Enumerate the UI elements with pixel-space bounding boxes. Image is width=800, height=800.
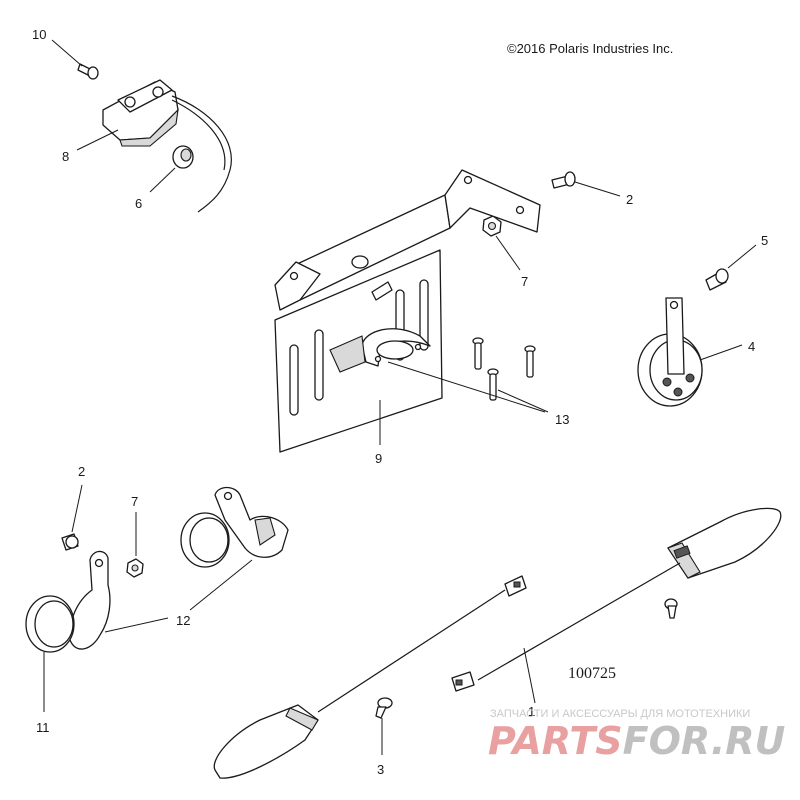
reflector-bracket-part-12-right [180, 486, 289, 568]
callout-12: 12 [176, 613, 190, 628]
bracket-part-9 [274, 169, 541, 453]
screw-part-2-top [551, 171, 621, 197]
callout-7-top: 7 [521, 274, 528, 289]
callout-1: 1 [528, 704, 535, 719]
screw-part-2-left [61, 484, 83, 551]
turn-signal-part-1-right [451, 507, 782, 692]
watermark-subtitle: ЗАПЧАСТИ И АКСЕССУАРЫ ДЛЯ МОТОТЕХНИКИ [490, 708, 750, 720]
watermark-brand-part2: FOR.RU [623, 719, 786, 763]
turn-signal-part-1-left [213, 575, 527, 779]
callout-3: 3 [377, 762, 384, 777]
callout-11: 11 [36, 720, 50, 735]
watermark-brand-part1: PARTS [488, 719, 623, 763]
nut-part-7-top [482, 215, 521, 271]
callout-9: 9 [375, 451, 382, 466]
callout-10: 10 [32, 27, 46, 42]
nut-part-7-left [126, 512, 144, 578]
callout-13: 13 [555, 412, 569, 427]
callout-7-left: 7 [131, 494, 138, 509]
copyright-text: ©2016 Polaris Industries Inc. [507, 41, 673, 56]
license-lamp-part-8 [76, 79, 232, 213]
screw-part-10 [51, 39, 99, 80]
screws-part-13 [387, 337, 549, 413]
watermark: ЗАПЧАСТИ И АКСЕССУАРЫ ДЛЯ МОТОТЕХНИКИ PA… [488, 708, 786, 763]
callout-2-top: 2 [626, 192, 633, 207]
callout-4: 4 [748, 339, 755, 354]
grommet-part-6 [149, 145, 194, 193]
screw-part-5 [705, 244, 757, 291]
screw-part-1 [523, 598, 678, 704]
reflector-bracket-part-12-left [25, 550, 253, 712]
screw-part-3 [375, 697, 393, 755]
document-number: 100725 [568, 665, 616, 682]
callout-5: 5 [761, 233, 768, 248]
callout-6: 6 [135, 196, 142, 211]
callout-8: 8 [62, 149, 69, 164]
horn-part-4 [637, 297, 743, 407]
callout-2-left: 2 [78, 464, 85, 479]
watermark-brand: PARTSFOR.RU [488, 719, 786, 763]
